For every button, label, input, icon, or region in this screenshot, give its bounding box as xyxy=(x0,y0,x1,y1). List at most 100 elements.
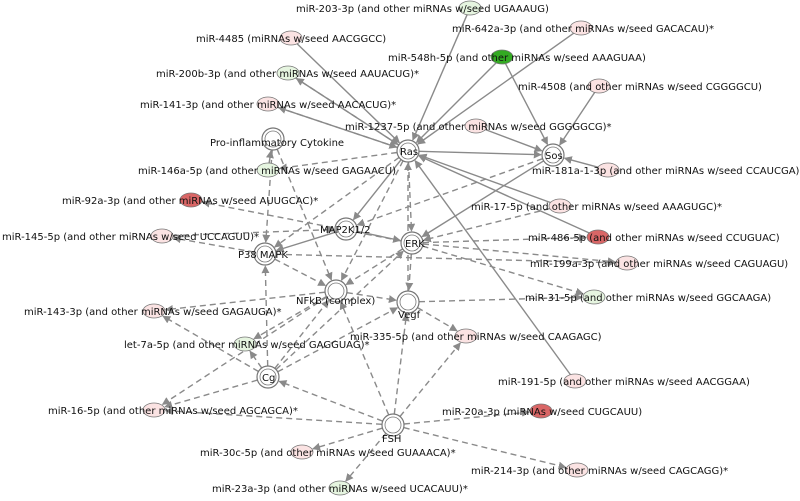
edge-m1237-to-sos xyxy=(485,128,543,153)
node-cg[interactable]: Cg xyxy=(256,365,280,389)
node-label-fsh: FSH xyxy=(382,434,401,445)
node-m4485[interactable]: miR-4485 (miRNAs w/seed AACGGCC) xyxy=(196,30,386,46)
node-cyto[interactable]: Pro-inflammatory Cytokine xyxy=(210,127,344,151)
edge-m181a-to-sos xyxy=(563,156,599,168)
node-shape-m199a xyxy=(615,255,639,271)
edge-fsh-to-m335 xyxy=(399,342,461,417)
node-m92a[interactable]: miR-92a-3p (and other miRNAs w/seed AUUG… xyxy=(62,192,318,208)
node-m146a[interactable]: miR-146a-5p (and other miRNAs w/seed GAG… xyxy=(138,162,396,178)
edge-m17-to-erk xyxy=(422,207,550,243)
node-label-ras: Ras xyxy=(400,147,418,158)
node-label-vegf: Vegf xyxy=(398,310,421,321)
edge-cg-to-p38 xyxy=(261,265,270,367)
edge-cg-to-m143 xyxy=(162,315,259,373)
node-m203[interactable]: miR-203-3p (and other miRNAs w/seed UGAA… xyxy=(296,0,549,16)
node-shape-m20a xyxy=(529,403,553,419)
node-ring-p38 xyxy=(256,245,274,263)
node-m1237[interactable]: miR-1237-5p (and other miRNAs w/seed GGG… xyxy=(345,118,611,134)
node-shape-m16 xyxy=(142,402,166,418)
node-shape-m92a xyxy=(179,192,203,208)
node-vegf[interactable]: Vegf xyxy=(396,290,421,321)
node-sos[interactable]: Sos xyxy=(541,143,565,167)
edge-cg-to-vegf xyxy=(277,307,399,373)
node-m17[interactable]: miR-17-5p (and other miRNAs w/seed AAAGU… xyxy=(471,198,722,214)
edge-ras-to-erk xyxy=(407,161,416,232)
node-ring-cyto xyxy=(264,130,282,148)
node-label-m335: miR-335-5p (and other miRNAs w/seed CAAG… xyxy=(350,332,602,343)
node-shape-m548 xyxy=(490,49,514,65)
node-m145[interactable]: miR-145-5p (and other miRNAs w/seed UCCA… xyxy=(2,228,259,244)
node-label-m1237: miR-1237-5p (and other miRNAs w/seed GGG… xyxy=(345,122,611,133)
node-label-m4508: miR-4508 (and other miRNAs w/seed CGGGGC… xyxy=(518,82,762,93)
node-m23a[interactable]: miR-23a-3p (and other miRNAs w/seed UCAC… xyxy=(212,480,468,496)
node-m214[interactable]: miR-214-3p (and other miRNAs w/seed CAGC… xyxy=(471,462,728,478)
node-nfkb[interactable]: NFkB (complex) xyxy=(296,279,375,307)
node-m20a[interactable]: miR-20a-3p (miRNAs w/seed CUGCAUU) xyxy=(442,403,642,419)
edge-erk-to-vegf xyxy=(405,253,414,291)
edge-m145-to-map2k xyxy=(172,225,335,237)
node-m335[interactable]: miR-335-5p (and other miRNAs w/seed CAAG… xyxy=(350,328,602,344)
edge-erk-to-nfkb xyxy=(345,248,404,286)
node-label-m16: miR-16-5p (and other miRNAs w/seed AGCAG… xyxy=(48,406,298,417)
node-m200b[interactable]: miR-200b-3p (and other miRNAs w/seed AAU… xyxy=(156,65,419,81)
edge-fsh-to-m16 xyxy=(165,407,383,425)
node-shape-m181a xyxy=(596,162,620,178)
node-ring-erk xyxy=(403,234,421,252)
edge-p38-to-m145 xyxy=(172,235,255,253)
edge-ras-to-p38 xyxy=(274,156,400,248)
node-m181a[interactable]: miR-181a-1-3p (and other miRNAs w/seed C… xyxy=(532,162,800,178)
node-shape-m335 xyxy=(454,328,478,344)
edge-fsh-to-vegf xyxy=(393,313,410,415)
edge-fsh-to-m30c xyxy=(312,427,383,451)
edge-m642-to-ras xyxy=(417,32,575,145)
node-shape-m146a xyxy=(256,162,280,178)
node-m16[interactable]: miR-16-5p (and other miRNAs w/seed AGCAG… xyxy=(48,402,298,418)
edge-nfkb-to-let7a xyxy=(253,295,327,340)
edge-map2k-to-p38 xyxy=(275,231,336,253)
node-m141[interactable]: miR-141-3p (and other miRNAs w/seed AACA… xyxy=(140,96,396,112)
node-let7a[interactable]: let-7a-5p (and other miRNAs w/seed GAGGU… xyxy=(124,336,369,352)
node-fsh[interactable]: FSH xyxy=(381,413,405,445)
node-m642[interactable]: miR-642a-3p (and other miRNAs w/seed GAC… xyxy=(452,20,714,36)
node-label-cyto: Pro-inflammatory Cytokine xyxy=(210,138,344,149)
node-shape-m642 xyxy=(569,20,593,36)
edge-cg-to-m16 xyxy=(164,379,258,409)
node-ring-vegf xyxy=(399,293,417,311)
node-p38[interactable]: P38 MAPK xyxy=(238,242,288,266)
node-label-m145: miR-145-5p (and other miRNAs w/seed UCCA… xyxy=(2,232,259,243)
node-m199a[interactable]: miR-199a-3p (and other miRNAs w/seed CAG… xyxy=(530,255,788,271)
edge-m203-to-ras xyxy=(411,14,468,141)
node-map2k[interactable]: MAP2K1/2 xyxy=(320,217,371,241)
edge-erk-to-m92a xyxy=(201,199,402,242)
edge-m4508-to-sos xyxy=(559,92,596,146)
node-shape-m141 xyxy=(256,96,280,112)
node-label-let7a: let-7a-5p (and other miRNAs w/seed GAGGU… xyxy=(124,340,369,351)
node-label-m200b: miR-200b-3p (and other miRNAs w/seed AAU… xyxy=(156,69,419,80)
node-ras[interactable]: Ras xyxy=(396,139,420,163)
node-label-m181a: miR-181a-1-3p (and other miRNAs w/seed C… xyxy=(532,166,800,177)
node-ring-nfkb xyxy=(327,282,345,300)
node-shape-m4485 xyxy=(279,30,303,46)
node-label-m141: miR-141-3p (and other miRNAs w/seed AACA… xyxy=(140,100,396,111)
node-m30c[interactable]: miR-30c-5p (and other miRNAs w/seed GUAA… xyxy=(200,444,456,460)
node-ring-fsh xyxy=(384,416,402,434)
node-m548[interactable]: miR-548h-5p (and other miRNAs w/seed AAA… xyxy=(388,49,646,65)
edge-erk-to-m199a xyxy=(422,243,616,266)
node-erk[interactable]: ERK xyxy=(400,231,425,255)
node-label-sos: Sos xyxy=(545,151,563,162)
edge-p38-to-nfkb xyxy=(274,258,327,287)
edge-ras-to-sos xyxy=(418,150,542,159)
edge-nfkb-to-vegf xyxy=(346,292,397,304)
node-m486[interactable]: miR-486-5p (and other miRNAs w/seed CCUG… xyxy=(528,229,780,245)
node-m4508[interactable]: miR-4508 (and other miRNAs w/seed CGGGGC… xyxy=(518,78,762,94)
node-shape-let7a xyxy=(233,336,257,352)
node-label-m143: miR-143-3p (and other miRNAs w/seed GAGA… xyxy=(24,307,282,318)
edge-fsh-to-cg xyxy=(278,380,383,422)
node-label-m4485: miR-4485 (miRNAs w/seed AACGGCC) xyxy=(196,34,386,45)
node-m143[interactable]: miR-143-3p (and other miRNAs w/seed GAGA… xyxy=(24,303,282,319)
edge-erk-to-m486 xyxy=(422,233,587,244)
node-m191[interactable]: miR-191-5p (and other miRNAs w/seed AACG… xyxy=(498,373,750,389)
node-m31[interactable]: miR-31-5p (and other miRNAs w/seed GGCAA… xyxy=(525,289,771,305)
node-shape-m1237 xyxy=(464,118,488,134)
